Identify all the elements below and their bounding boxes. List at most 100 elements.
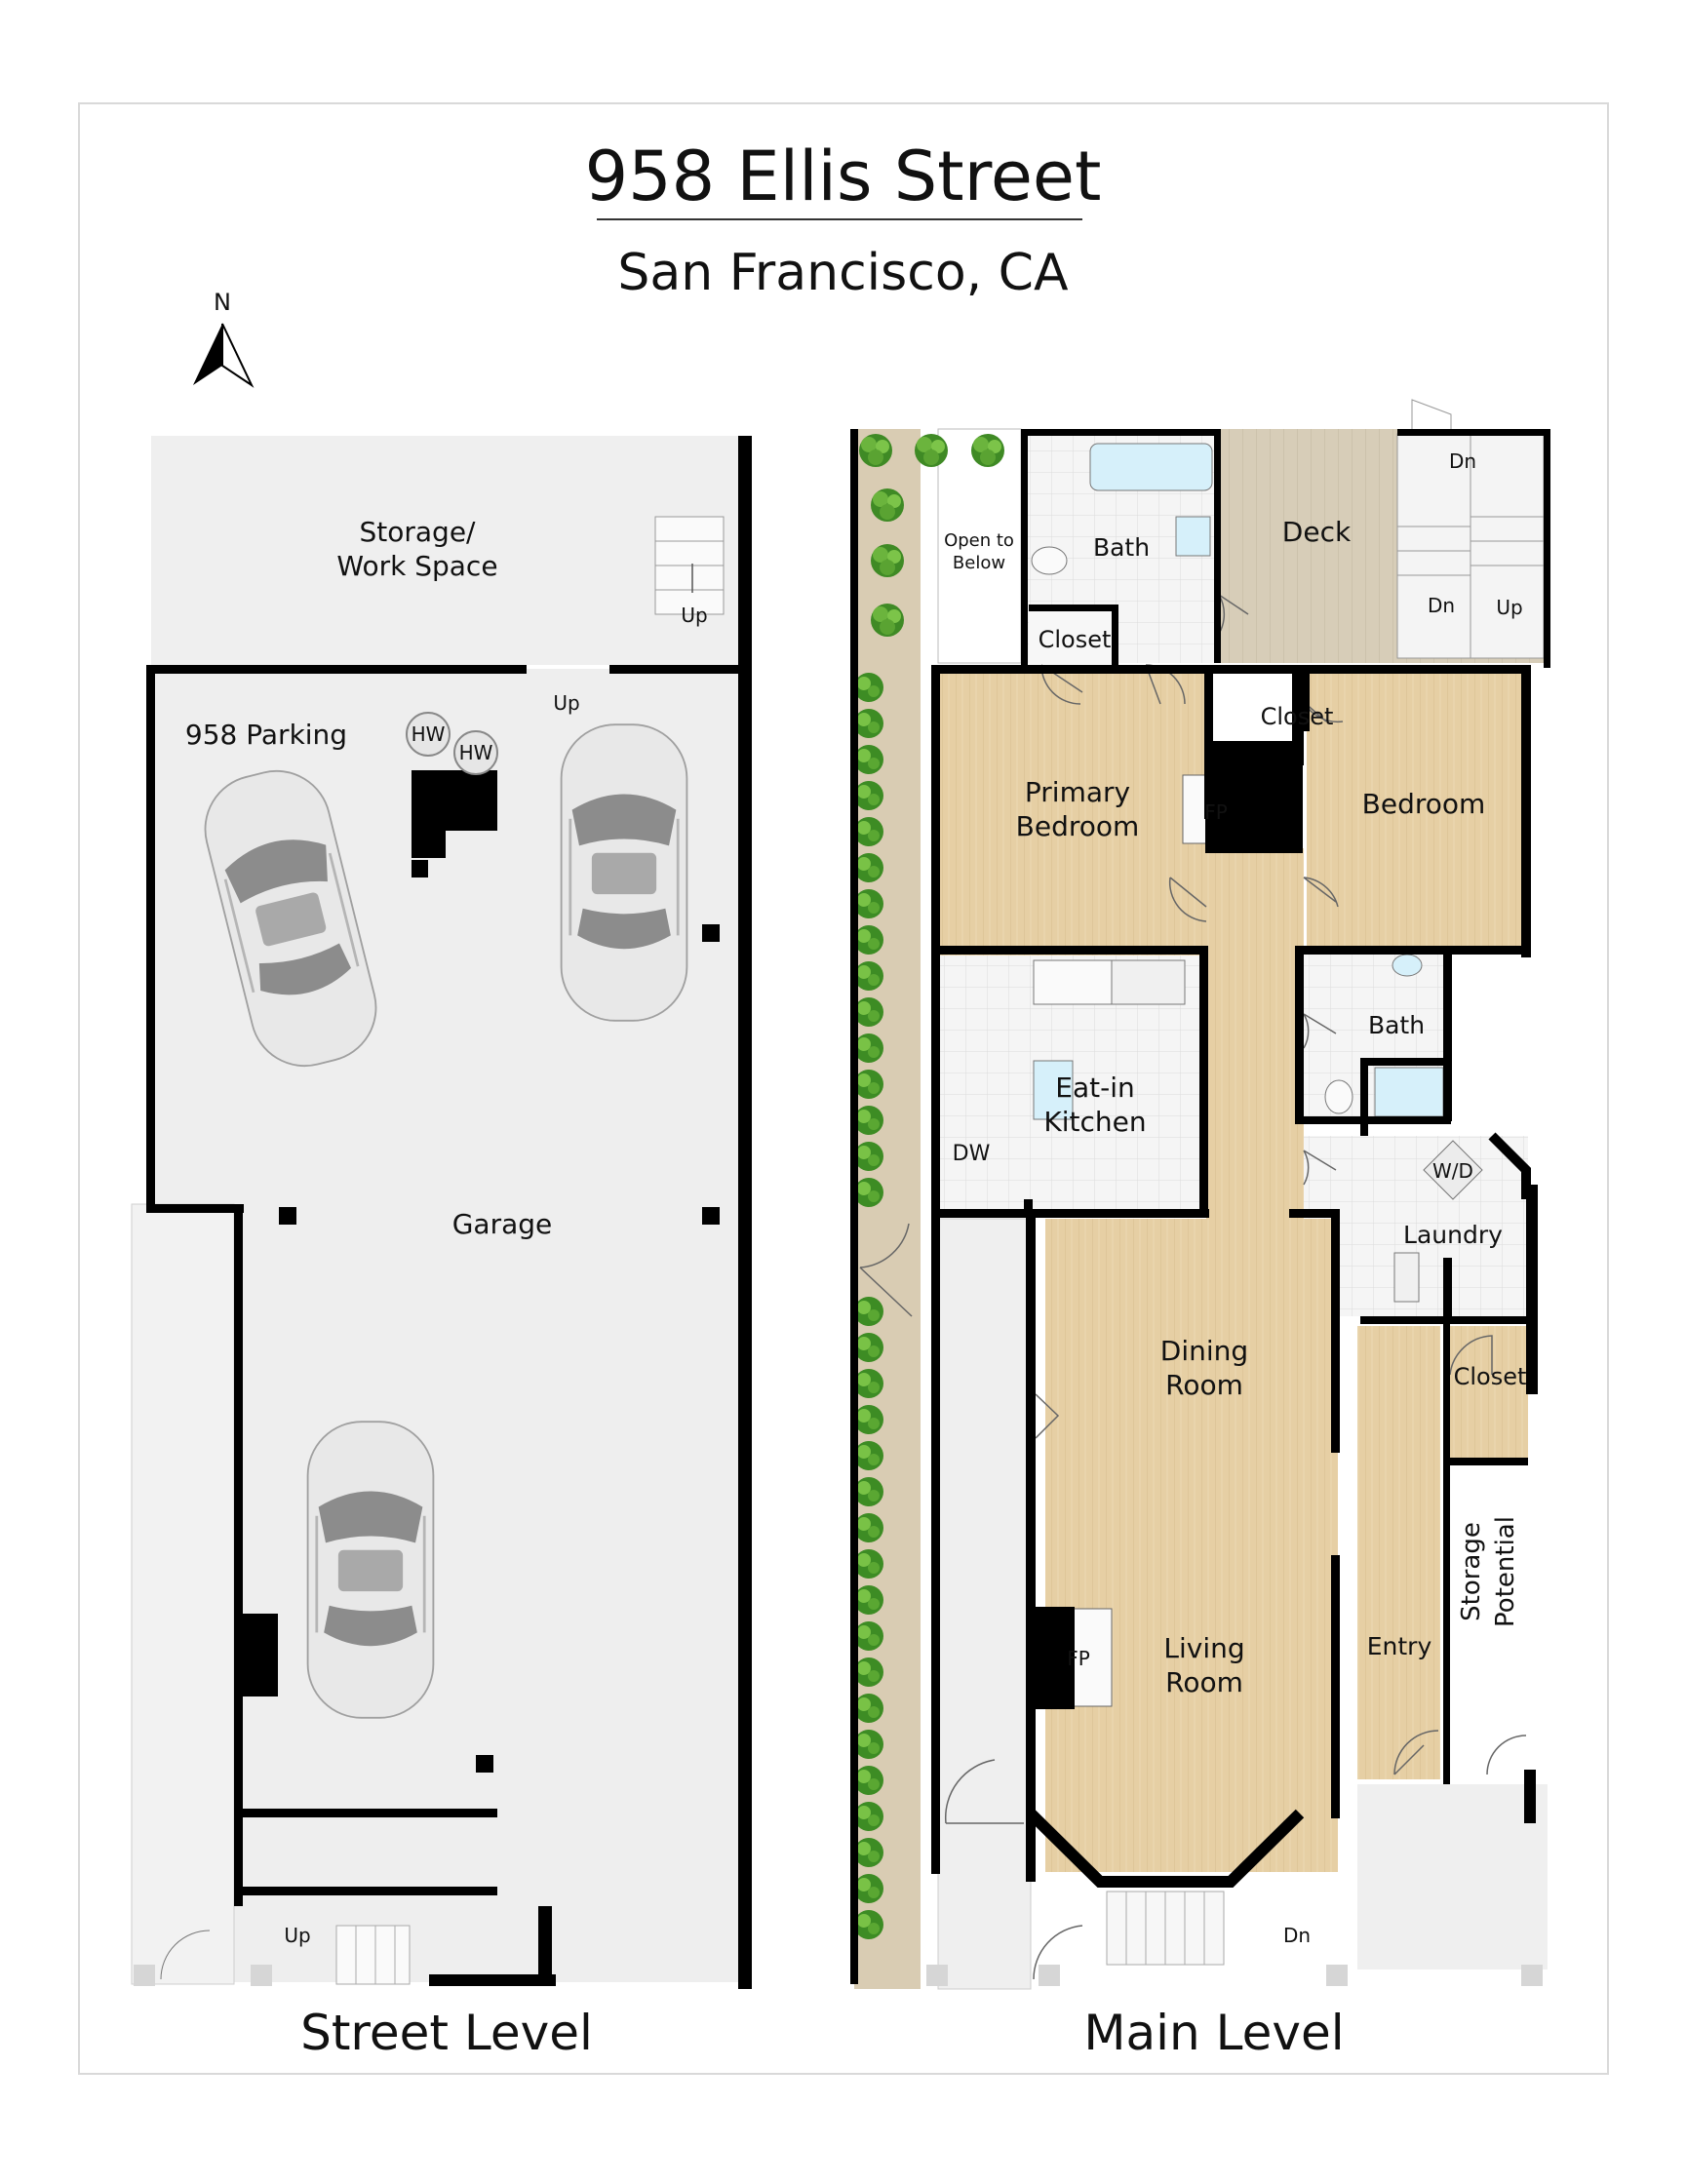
hallway-floor	[1206, 848, 1304, 1219]
main-level-plan: Open to Below Bath Deck Closet Closet Pr…	[850, 399, 1550, 1990]
room-label-primary-bedroom: Primary	[1025, 776, 1130, 808]
hedge-icon	[854, 1142, 883, 1171]
hedge-icon	[854, 1070, 883, 1099]
plan-frame	[78, 102, 1609, 2075]
caption-main-level: Main Level	[1083, 2005, 1344, 2061]
open-to-below-area	[937, 428, 1022, 664]
primary-bedroom-floor	[938, 673, 1206, 956]
hedge-icon	[854, 961, 883, 991]
north-arrow-icon	[193, 323, 255, 388]
laundry-angled-wall	[1488, 1132, 1531, 1199]
toilet-icon	[1324, 1079, 1353, 1114]
hedge-icon	[854, 1585, 883, 1615]
car-icon-tandem	[306, 1420, 435, 1720]
hedge-icon	[854, 1658, 883, 1687]
hedge-icon	[854, 1441, 883, 1470]
room-label-storage-potential: Storage	[1457, 1522, 1486, 1621]
room-label-kitchen: Eat-in	[1055, 1072, 1134, 1104]
hedge-icon	[854, 925, 883, 955]
hedge-icon	[854, 673, 883, 702]
fixture-label-wd: W/D	[1432, 1159, 1473, 1183]
room-label-garage: Garage	[452, 1208, 553, 1240]
room-label-bedroom: Bedroom	[1362, 788, 1486, 820]
storage-stair	[654, 516, 725, 615]
hedge-icon	[854, 781, 883, 810]
deck-stairs	[1396, 399, 1545, 659]
toilet-icon	[1031, 546, 1068, 575]
shower-icon	[1374, 1067, 1444, 1117]
fixture-label-hw: HW	[412, 722, 446, 746]
street-walls	[146, 436, 752, 1989]
stair-label-dn-left: Dn	[1428, 594, 1455, 617]
street-level-plan: Storage/ Work Space 958 Parking Garage H…	[131, 436, 752, 1989]
storage-floor	[151, 436, 739, 665]
stair-label-up-garage: Up	[553, 691, 579, 715]
hedge-icon	[854, 1477, 883, 1506]
hedge-icon	[854, 817, 883, 846]
room-label-open-below: Open to	[944, 530, 1014, 551]
hedge-icon	[854, 745, 883, 774]
room-label-laundry: Laundry	[1403, 1221, 1503, 1249]
sink-icon	[1393, 1252, 1420, 1303]
shrub-icon	[915, 434, 948, 467]
stair-label-dn-top: Dn	[1449, 449, 1476, 473]
room-label-entry: Entry	[1367, 1632, 1432, 1660]
room-label-living-line2: Room	[1165, 1666, 1243, 1698]
shrub-icon	[871, 544, 904, 577]
kitchen-sink-icon	[1033, 1060, 1074, 1120]
shrub-icon	[871, 488, 904, 522]
fixture-label-dw: DW	[953, 1142, 991, 1166]
lightwell	[937, 1218, 1032, 1990]
room-label-kitchen-line2: Kitchen	[1043, 1106, 1146, 1138]
street-entry-stair	[134, 1925, 411, 1986]
hedge-icon	[854, 1694, 883, 1723]
bedroom-floor	[1307, 673, 1531, 946]
hedge-icon	[854, 1549, 883, 1579]
stair-label-up-right: Up	[1496, 596, 1522, 619]
hedge-icon	[854, 1838, 883, 1867]
hedge-icon	[854, 1106, 883, 1135]
room-label-bath-mid: Bath	[1368, 1011, 1425, 1039]
page-title: 958 Ellis Street	[584, 136, 1102, 216]
room-label-parking: 958 Parking	[185, 719, 347, 751]
room-label-storage-line2: Work Space	[336, 550, 497, 582]
stair-label-dn-front: Dn	[1283, 1924, 1311, 1947]
hedge-icon	[854, 1802, 883, 1831]
hedge-icon	[854, 1034, 883, 1063]
hedge-icon	[854, 1297, 883, 1326]
water-heater-icon	[453, 730, 498, 775]
room-label-storage: Storage/	[360, 516, 477, 548]
side-passage	[131, 1203, 235, 1985]
bay-window-wall	[1026, 1809, 1305, 1888]
hedge-icon	[854, 997, 883, 1027]
room-label-closet-bedroom: Closet	[1261, 703, 1334, 730]
storage-potential-floor	[1450, 1467, 1528, 1784]
hedge-icon	[854, 1621, 883, 1651]
hedge-icon	[854, 1874, 883, 1903]
room-label-open-below-line2: Below	[953, 553, 1005, 573]
dining-living-floor	[1045, 1219, 1338, 1872]
shrub-icon	[871, 604, 904, 637]
entry-floor	[1357, 1326, 1440, 1779]
fixture-label-fp-bedroom: FP	[1204, 800, 1228, 824]
fixture-label-hw: HW	[459, 741, 493, 764]
room-label-deck: Deck	[1282, 516, 1352, 548]
stair-label-up-entry: Up	[284, 1924, 310, 1947]
room-label-living: Living	[1163, 1632, 1244, 1664]
title-underline	[597, 218, 1082, 220]
closet-entry-floor	[1450, 1326, 1528, 1462]
fireplace-icon	[1072, 1608, 1113, 1707]
hedge-icon	[854, 1910, 883, 1939]
room-label-storage-potential-line2: Potential	[1491, 1516, 1520, 1627]
fixture-label-fp-living: FP	[1067, 1647, 1090, 1670]
hedge-icon	[854, 1178, 883, 1207]
hedge-row	[854, 673, 883, 1207]
bathtub-icon	[1089, 443, 1213, 491]
room-label-dining-line2: Room	[1165, 1369, 1243, 1401]
shrub-icon	[859, 434, 892, 467]
caption-street-level: Street Level	[300, 2005, 593, 2061]
fireplace-mass	[1036, 1607, 1075, 1709]
washer-dryer-icon	[1423, 1140, 1483, 1200]
front-porch-floor	[1357, 1784, 1548, 1970]
